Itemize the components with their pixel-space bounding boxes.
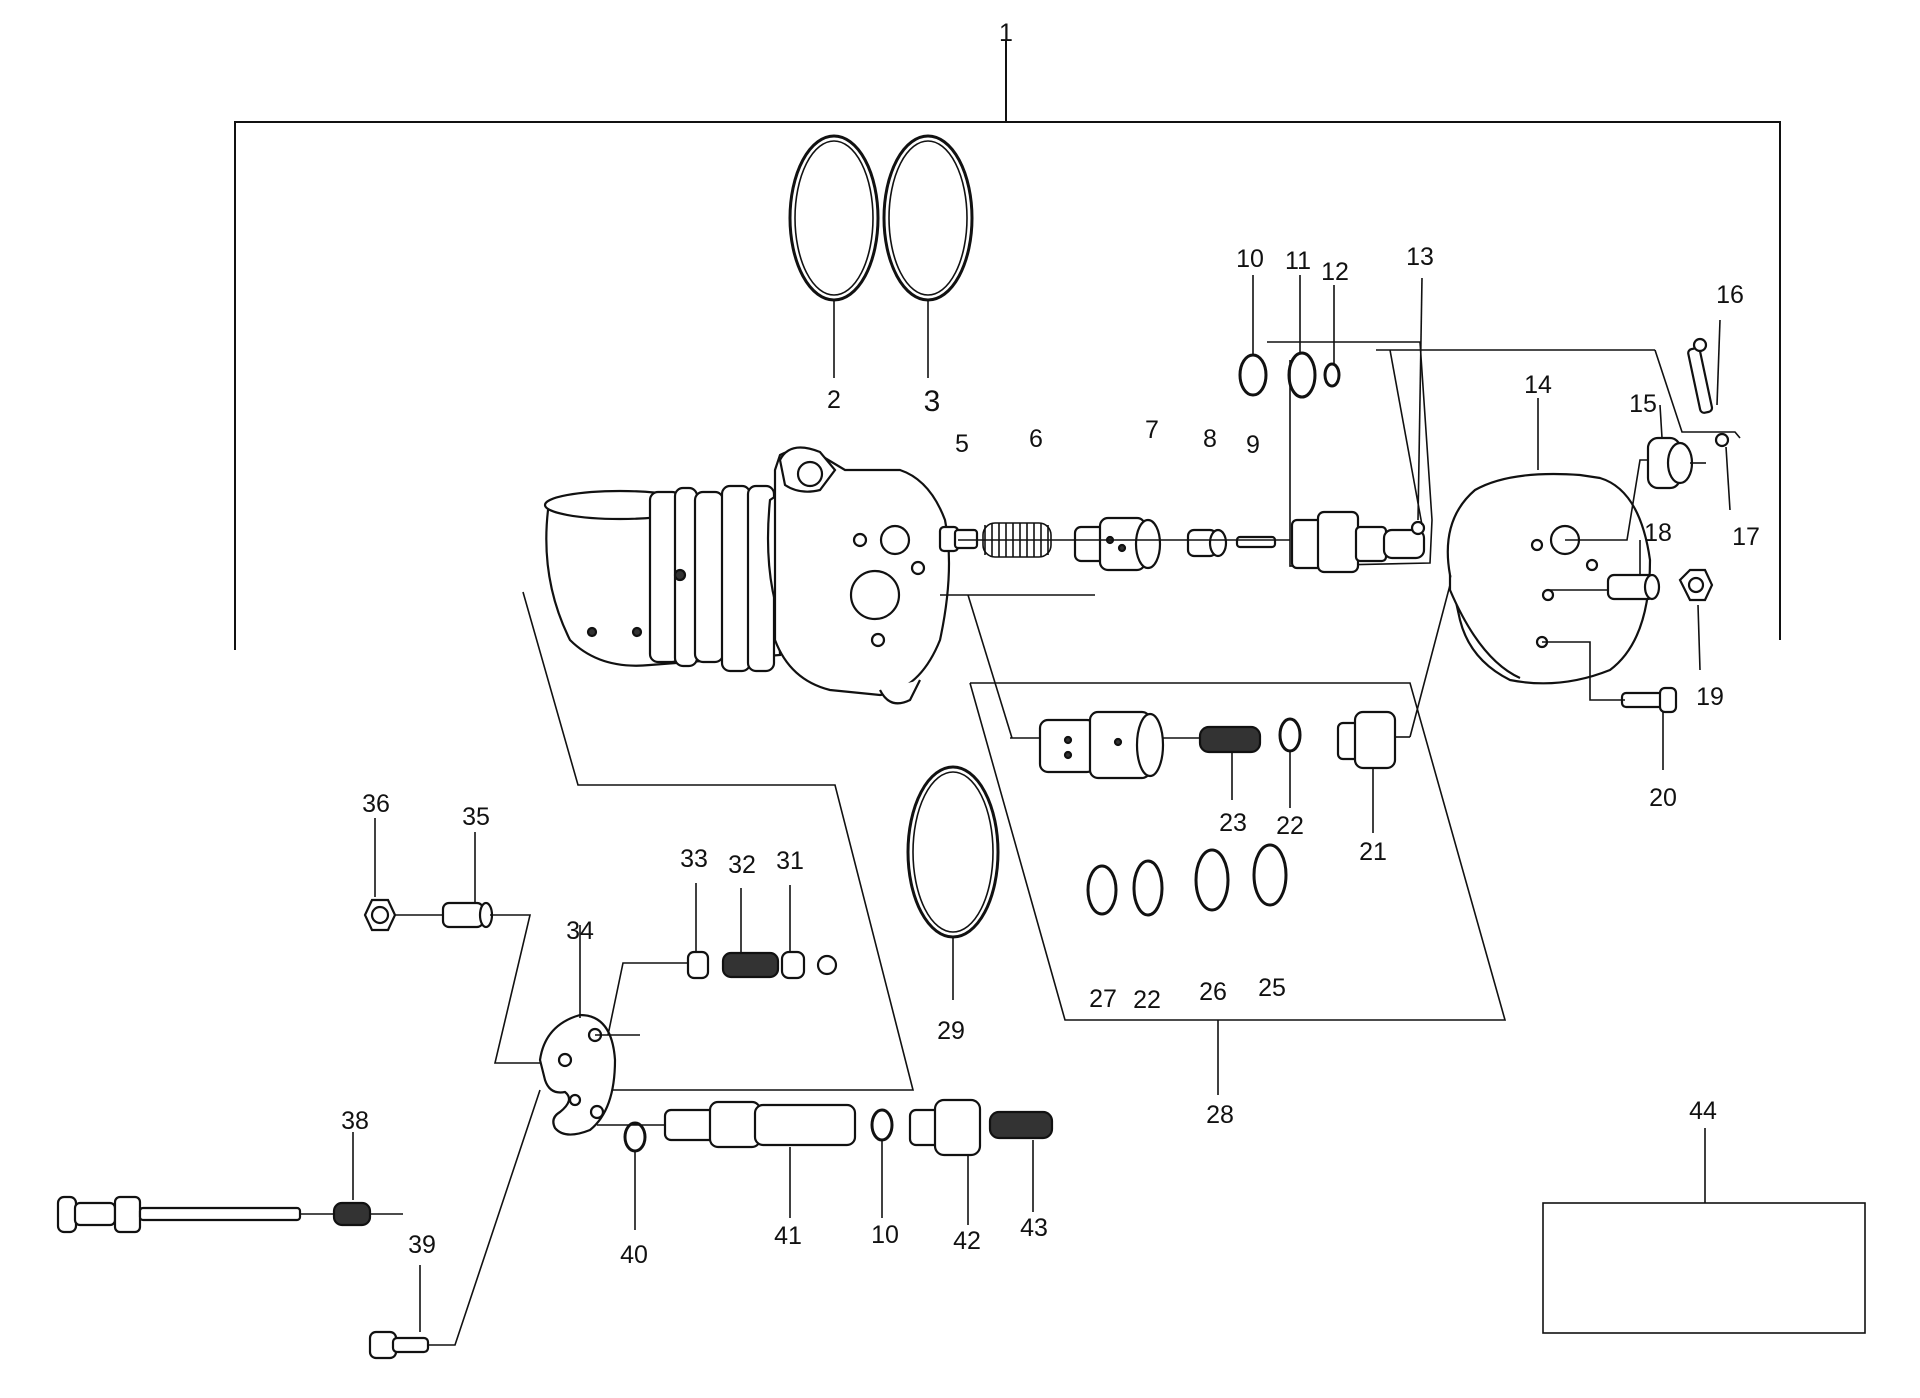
part-34-end-plate — [538, 1013, 617, 1136]
ring-10b — [870, 1108, 894, 1142]
part-19-nut — [1678, 568, 1714, 602]
callout-19: 19 — [1696, 683, 1724, 711]
ring-22b — [1132, 859, 1164, 917]
callout-21: 21 — [1359, 838, 1387, 866]
part-15-cap — [1646, 436, 1706, 490]
part-21-plug — [1336, 710, 1397, 770]
callout-36: 36 — [362, 790, 390, 818]
callout-9: 9 — [1246, 431, 1260, 459]
callout-42: 42 — [953, 1227, 981, 1255]
part-36-nut — [363, 898, 397, 932]
ring-25 — [1252, 843, 1288, 907]
part-23-spring — [1198, 725, 1262, 754]
callout-38: 38 — [341, 1107, 369, 1135]
callout-8: 8 — [1203, 425, 1217, 453]
callout-22b: 22 — [1133, 986, 1161, 1014]
ring-12 — [1323, 362, 1341, 388]
callout-25: 25 — [1258, 974, 1286, 1002]
callout-5: 5 — [955, 430, 969, 458]
part-38-rod-assembly — [56, 1195, 403, 1234]
callout-35: 35 — [462, 803, 490, 831]
part-18-bushing — [1606, 573, 1661, 601]
part-43-spring — [988, 1110, 1054, 1140]
callout-10a: 10 — [1236, 245, 1264, 273]
callout-13: 13 — [1406, 243, 1434, 271]
callout-31: 31 — [776, 847, 804, 875]
callout-29: 29 — [937, 1017, 965, 1045]
o-ring-3 — [882, 134, 974, 302]
part-40-washer — [623, 1121, 647, 1153]
pump-housing — [543, 446, 951, 705]
part-5-plunger — [938, 525, 979, 553]
part-7-valve-body — [1073, 516, 1162, 572]
o-ring-2 — [788, 134, 880, 302]
callout-44: 44 — [1689, 1097, 1717, 1125]
callout-41: 41 — [774, 1222, 802, 1250]
callout-32: 32 — [728, 851, 756, 879]
part-16-rod — [1687, 337, 1730, 448]
callout-7: 7 — [1145, 416, 1159, 444]
callout-14: 14 — [1524, 371, 1552, 399]
part-32-spring — [721, 951, 780, 979]
callout-28: 28 — [1206, 1101, 1234, 1129]
part-44-box — [1542, 1202, 1866, 1334]
callout-3: 3 — [924, 385, 941, 418]
callout-40: 40 — [620, 1241, 648, 1269]
part-35-pin — [441, 901, 494, 929]
callout-12: 12 — [1321, 258, 1349, 286]
ring-11 — [1287, 351, 1317, 399]
callout-20: 20 — [1649, 784, 1677, 812]
callout-22a: 22 — [1276, 812, 1304, 840]
callout-1: 1 — [999, 19, 1013, 47]
ring-10 — [1238, 353, 1268, 397]
ring-26 — [1194, 848, 1230, 912]
callout-11: 11 — [1285, 247, 1311, 275]
part-42-cap — [908, 1098, 982, 1157]
callout-15: 15 — [1629, 390, 1657, 418]
part-20-screw — [1620, 686, 1678, 714]
callout-23: 23 — [1219, 809, 1247, 837]
part-41-shaft — [663, 1100, 857, 1149]
callout-39: 39 — [408, 1231, 436, 1259]
part-9-pin — [1235, 535, 1277, 549]
callout-16: 16 — [1716, 281, 1744, 309]
callout-2: 2 — [827, 386, 841, 414]
ring-27 — [1086, 864, 1118, 916]
callout-10b: 10 — [871, 1221, 899, 1249]
callout-17: 17 — [1732, 523, 1760, 551]
part-8-seat — [1186, 528, 1228, 558]
ring-22 — [1278, 717, 1302, 753]
part-13-needle-valve — [1290, 510, 1426, 574]
part-33-washer — [686, 950, 710, 980]
callout-26: 26 — [1199, 978, 1227, 1006]
assembly-bracket — [234, 40, 1781, 650]
callout-27: 27 — [1089, 985, 1117, 1013]
part-28-valve-sleeve — [1038, 710, 1165, 780]
o-ring-29 — [906, 765, 1000, 939]
callout-43: 43 — [1020, 1214, 1048, 1242]
part-31-seat — [780, 950, 838, 980]
part-39-screw — [368, 1330, 430, 1360]
callout-33: 33 — [680, 845, 708, 873]
callout-18: 18 — [1644, 519, 1672, 547]
callout-6: 6 — [1029, 425, 1043, 453]
callout-34: 34 — [566, 917, 594, 945]
